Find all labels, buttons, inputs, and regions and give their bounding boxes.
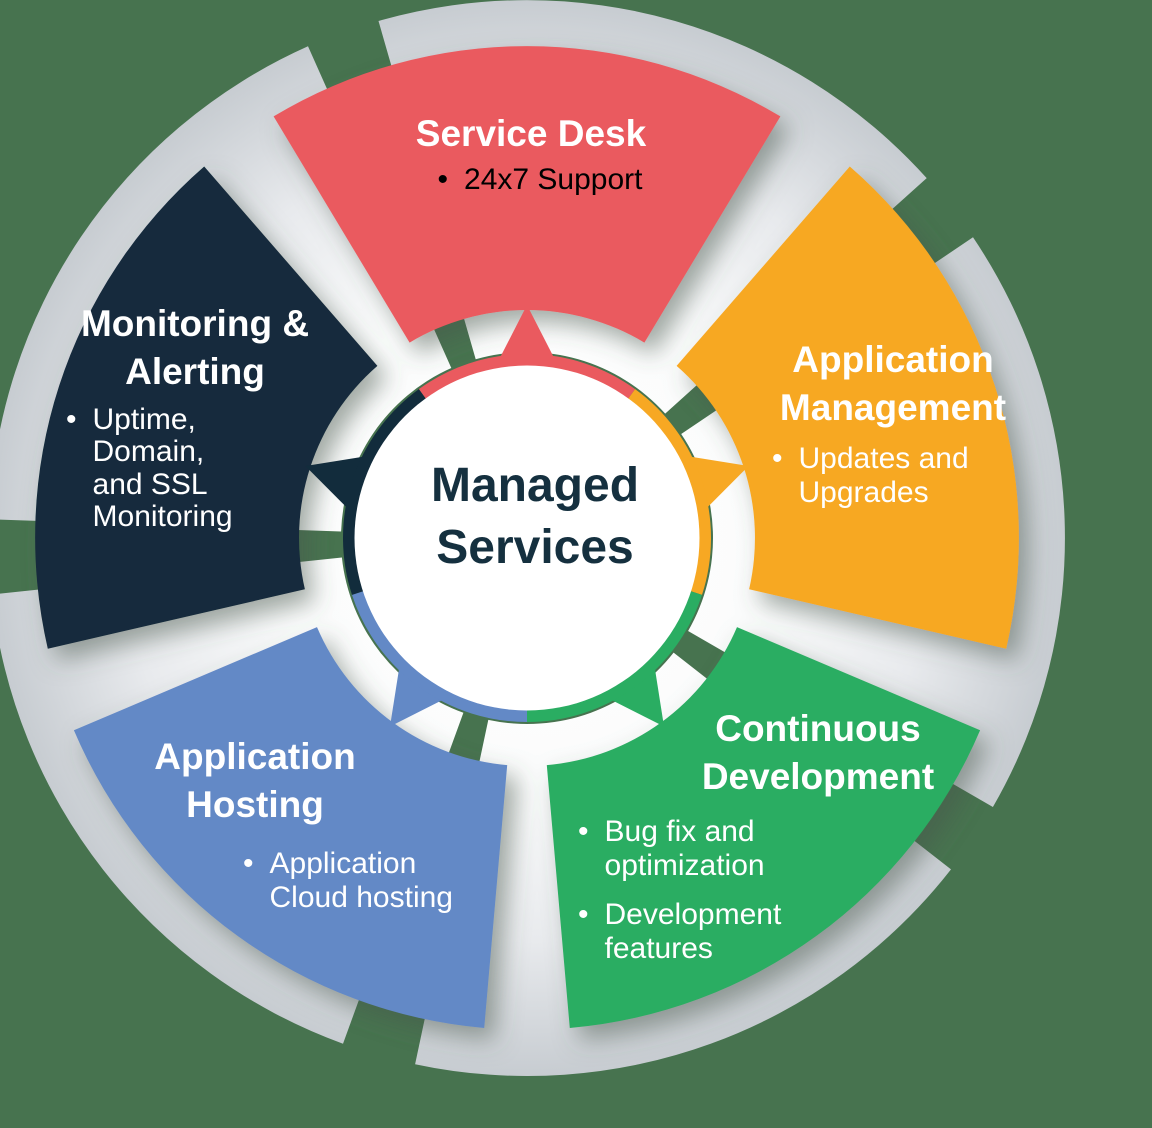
hub-ring-yellow xyxy=(628,389,711,595)
sector-bullets-monitoring-alerting: Uptime, Domain, and SSL Monitoring xyxy=(66,403,256,550)
bullet-item: Development features xyxy=(578,898,828,965)
sector-label-continuous-development: Continuous Development xyxy=(701,708,935,798)
hub-arrow-top xyxy=(496,305,558,365)
hub-ring-navy xyxy=(343,389,426,595)
bullet-item: Application Cloud hosting xyxy=(243,847,458,914)
hub-circle xyxy=(354,365,700,711)
hub-ring-blue xyxy=(351,591,528,722)
sector-application-management-shape xyxy=(676,166,1019,649)
sector-label-application-management: Application Management xyxy=(779,339,1007,429)
sector-bullets-service-desk: 24x7 Support xyxy=(438,163,642,213)
center-title-line1: Managed xyxy=(430,459,640,512)
sector-label-application-hosting: Application Hosting xyxy=(154,736,356,826)
hub-arrow-bottom-left xyxy=(390,660,450,727)
sector-bullets-application-management: Updates and Upgrades xyxy=(772,442,987,525)
sector-bullets-application-hosting: Application Cloud hosting xyxy=(243,847,458,930)
hub-ring xyxy=(343,354,711,722)
center-title: Managed Services xyxy=(431,455,639,580)
bullet-item: 24x7 Support xyxy=(438,163,642,197)
sector-bullets-continuous-development: Bug fix and optimization Development fea… xyxy=(578,815,828,981)
bullet-item: Uptime, Domain, and SSL Monitoring xyxy=(66,403,256,534)
bullet-item: Bug fix and optimization xyxy=(578,815,828,882)
sector-label-monitoring-alerting: Monitoring & Alerting xyxy=(80,303,310,393)
bullet-item: Updates and Upgrades xyxy=(772,442,987,509)
hub-ring-green xyxy=(526,591,703,722)
hub-arrow-bottom-right xyxy=(604,660,664,727)
center-title-line2: Services xyxy=(436,521,634,575)
sector-application-hosting-shape xyxy=(73,627,508,1028)
sector-label-service-desk: Service Desk xyxy=(415,113,647,154)
hub-ring-red xyxy=(418,354,636,399)
